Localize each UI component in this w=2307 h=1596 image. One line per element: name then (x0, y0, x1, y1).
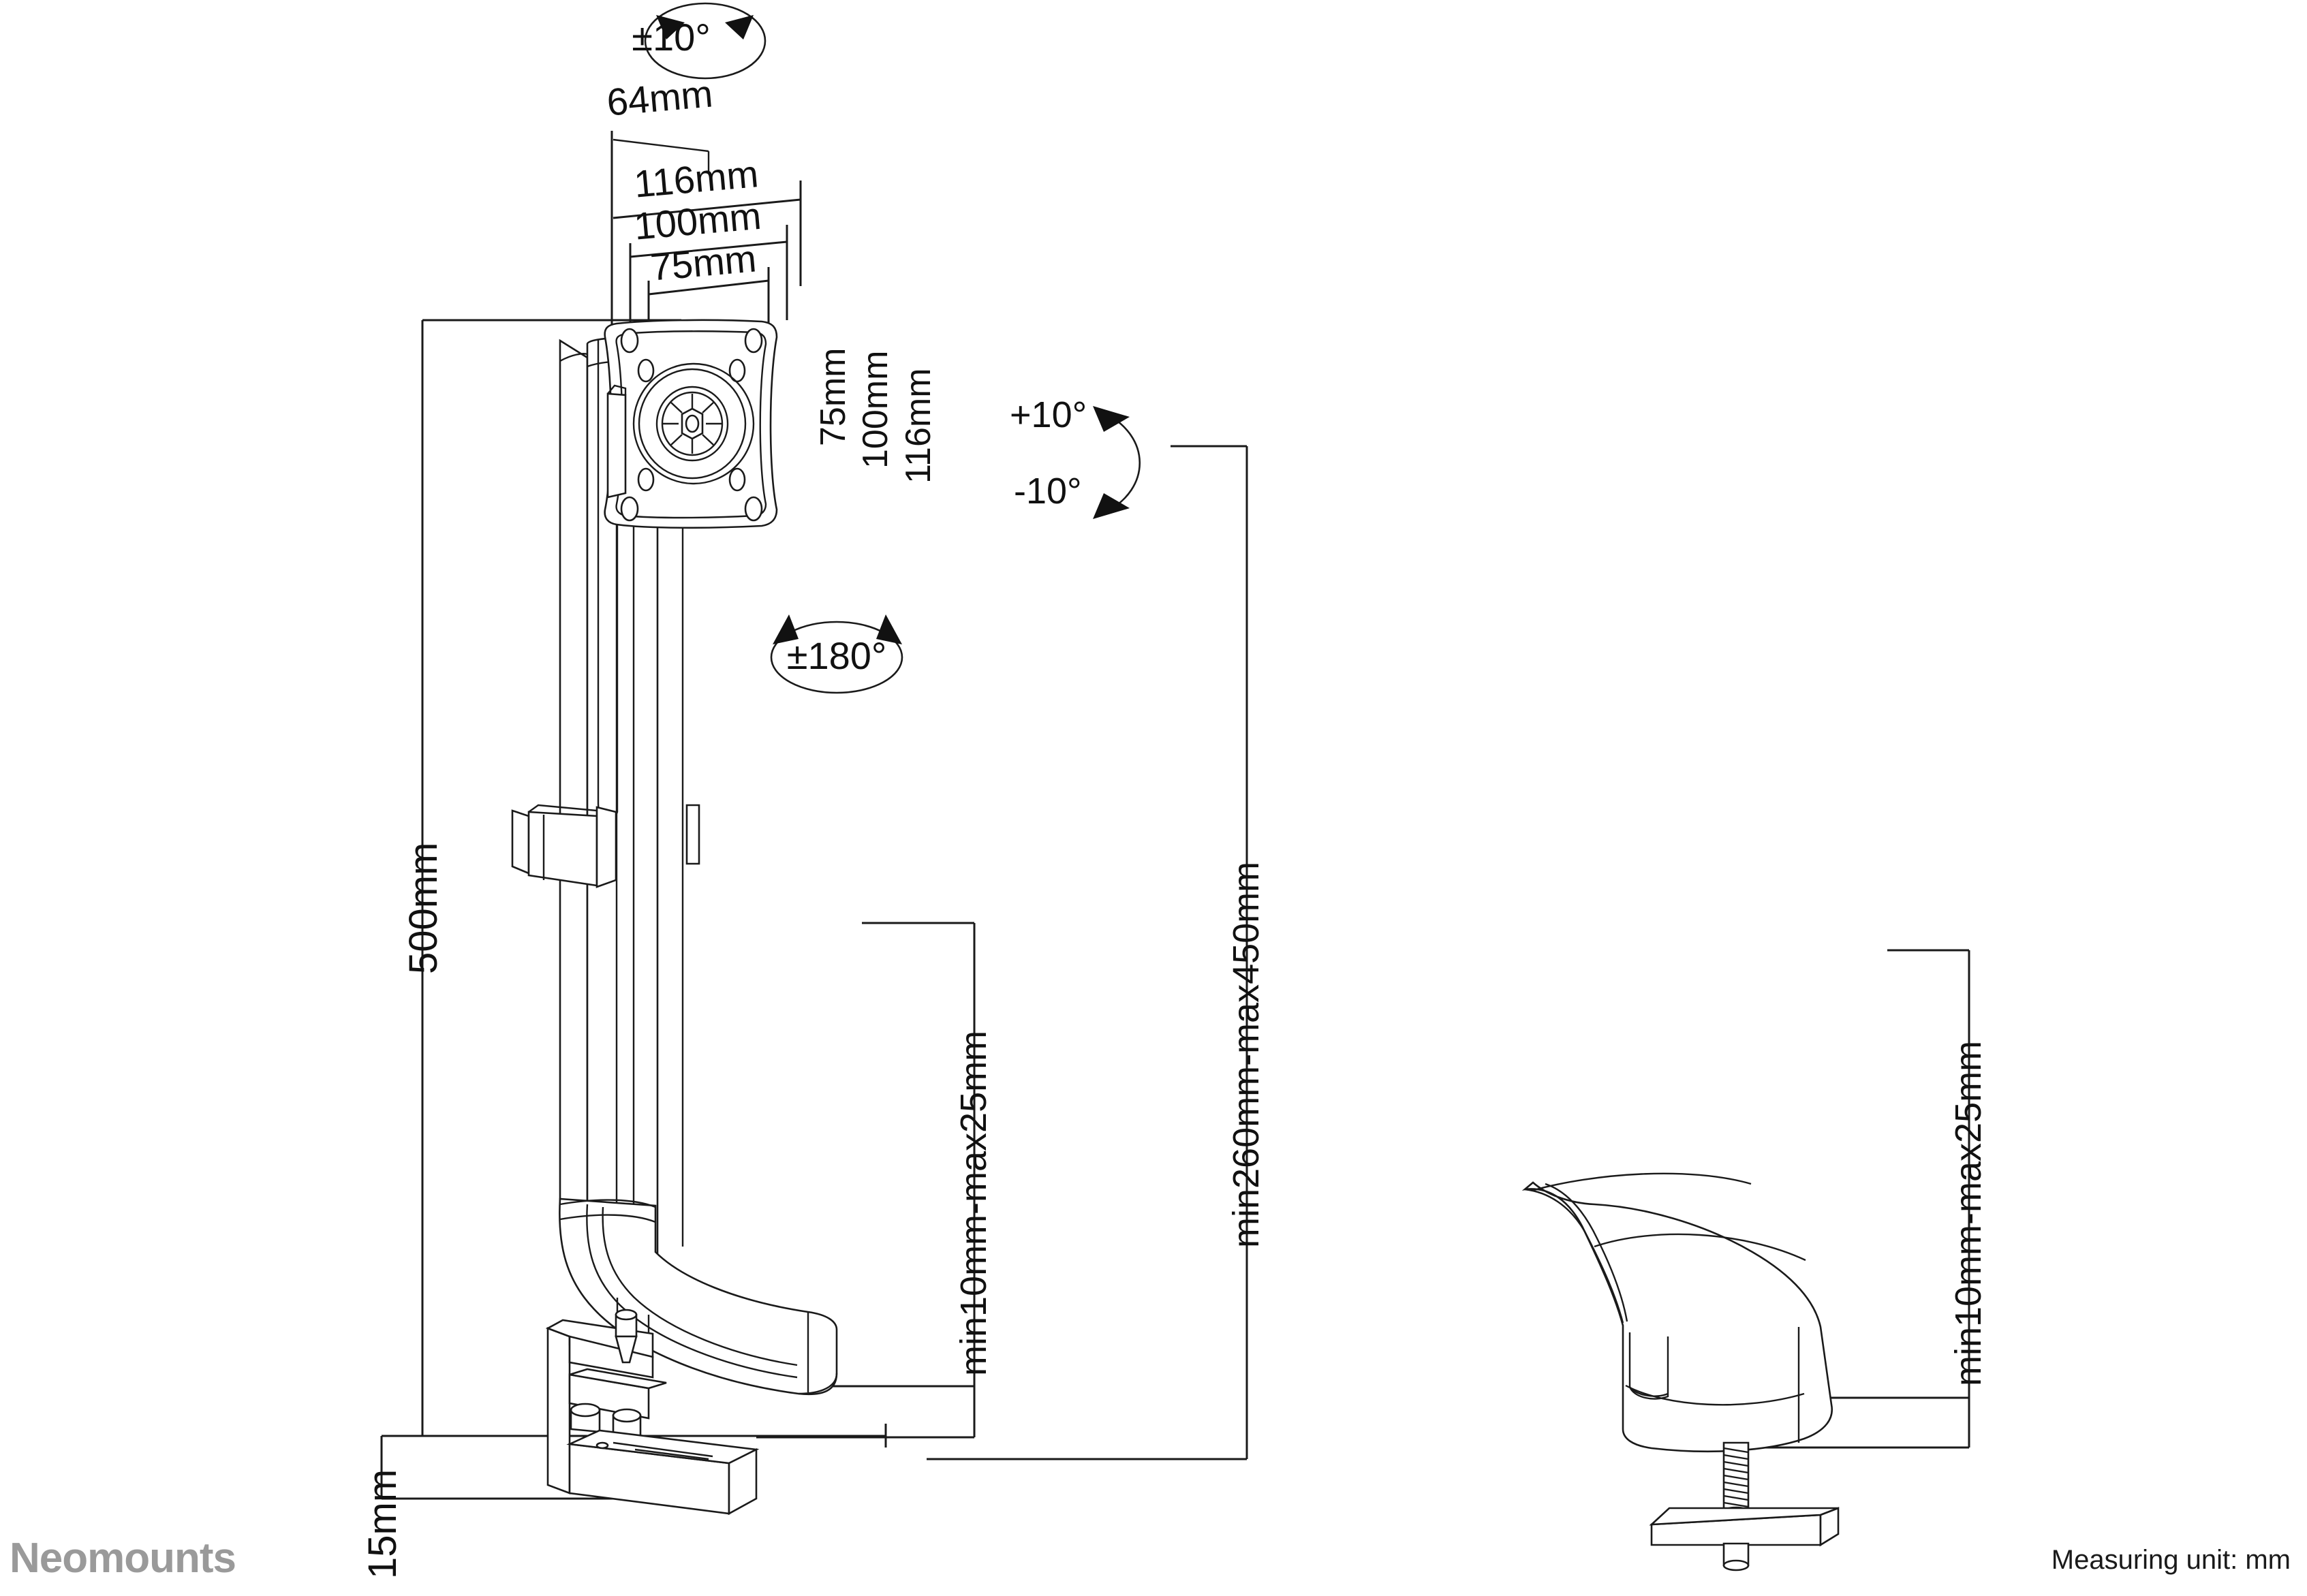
dimension-15mm-label: 15mm (360, 1469, 405, 1579)
brand-logo: Neomounts (10, 1534, 236, 1582)
tilt-down-label: -10° (1014, 471, 1082, 512)
dimension-75mm-height-label: 75mm (814, 347, 853, 446)
desk-thickness-main-label: min10mm-max25mm (953, 1030, 994, 1376)
working-height-dimension (927, 445, 1248, 1460)
vesa-plate (604, 319, 778, 529)
brand-logo-text: Neomounts (10, 1535, 236, 1582)
tilt-up-label: +10° (1010, 394, 1087, 435)
rotation-symbol-180 (770, 614, 903, 694)
cable-clip (511, 804, 617, 888)
pole-accent-block (685, 804, 700, 865)
swivel-top-label: ±10° (632, 16, 711, 59)
dimension-116mm-height-label: 116mm (899, 368, 938, 484)
measuring-unit-note: Measuring unit: mm (2051, 1545, 2291, 1575)
dimension-500mm-label: 500mm (401, 842, 446, 974)
grommet-mount-detail (1521, 1172, 1840, 1571)
dimension-75mm-width-label: 75mm (649, 236, 758, 289)
working-height-label: min260mm-max450mm (1226, 861, 1267, 1248)
swivel-symbol-top (644, 2, 767, 80)
desk-clamp (545, 1309, 760, 1516)
dimension-64mm-label: 64mm (605, 72, 715, 124)
dimension-100mm-height-label: 100mm (856, 350, 895, 469)
desk-thickness-detail-label: min10mm-max25mm (1948, 1040, 1989, 1386)
tilt-symbol (1093, 406, 1141, 519)
rotation-180-label: ±180° (786, 634, 887, 677)
mount-base-arm (559, 1198, 838, 1396)
